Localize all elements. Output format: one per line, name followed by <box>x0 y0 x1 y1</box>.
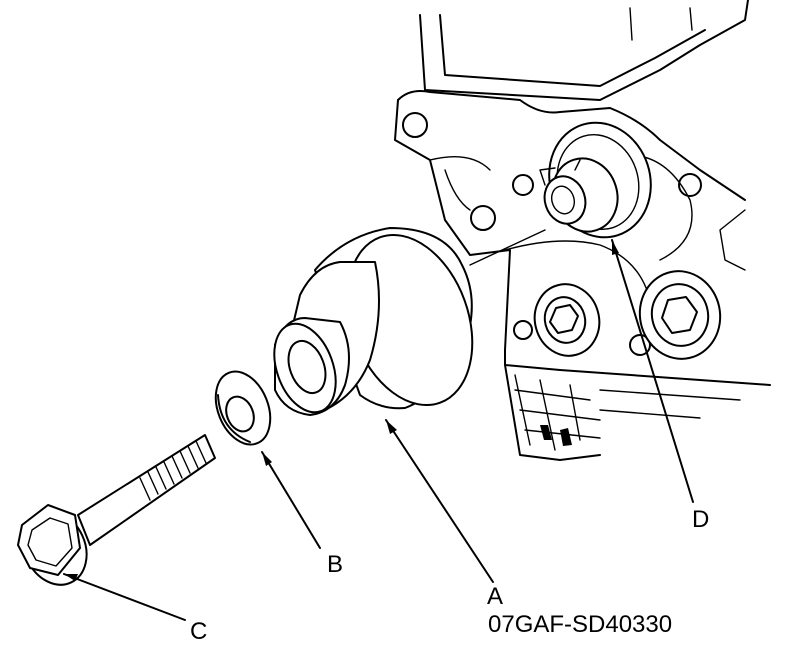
crankshaft-pulley-seat <box>539 121 652 239</box>
callout-label-d: D <box>692 506 710 533</box>
lower-crankcase <box>504 364 741 461</box>
callout-label-c: C <box>190 618 208 645</box>
tool-part-number: 07GAF-SD40330 <box>488 611 673 638</box>
alignment-centerline <box>469 229 546 266</box>
callout-label-b: B <box>327 551 344 578</box>
block-hex-bolt-left <box>533 283 601 357</box>
block-hex-bolt-right <box>638 270 722 360</box>
tool-a-holder <box>273 227 474 416</box>
callout-label-a: A <box>487 583 504 610</box>
engine-block <box>394 0 771 386</box>
washer-b <box>214 370 272 446</box>
bolt-c <box>17 434 216 586</box>
callout-leaders <box>63 239 694 621</box>
